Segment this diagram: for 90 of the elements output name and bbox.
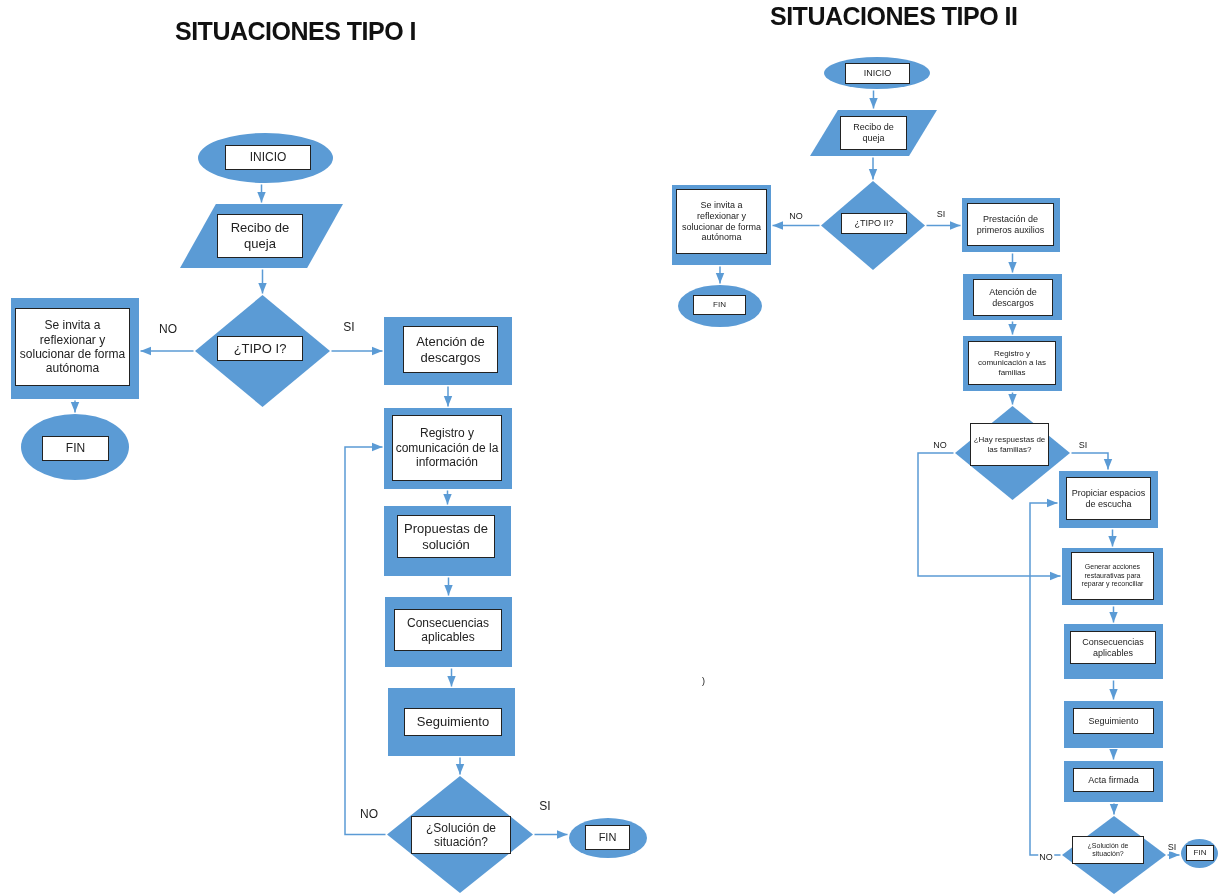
input-parallelogram: [810, 110, 937, 156]
text-panel: FIN: [1186, 845, 1214, 861]
arrow: [344, 442, 387, 836]
arrow: [1108, 528, 1117, 548]
text-panel: Consecuencias aplicables: [1070, 631, 1156, 664]
text-panel: Se invita a reflexionar y solucionar de forma autónoma: [15, 308, 130, 386]
process-box: [1064, 624, 1163, 679]
text-panel: Recibo de queja: [840, 116, 907, 150]
arrow: [447, 667, 456, 688]
arrow: [869, 89, 878, 110]
text-panel: Atención de descargos: [403, 326, 498, 373]
arrow: [70, 399, 80, 414]
arrow: [139, 346, 195, 356]
page-title: SITUACIONES TIPO I: [175, 17, 417, 46]
text-panel: Propiciar espacios de escucha: [1066, 477, 1151, 520]
stray-mark: ): [702, 676, 705, 686]
process-box: [963, 336, 1062, 391]
text-panel: Seguimiento: [404, 708, 502, 736]
text-panel: Atención de descargos: [973, 279, 1053, 316]
decision-diamond: [955, 406, 1070, 500]
process-box: [1059, 471, 1158, 528]
process-box: [962, 198, 1060, 252]
process-box: [1064, 761, 1163, 802]
arrow: [1008, 320, 1017, 336]
arrow: [715, 265, 725, 285]
edge-label: NO: [158, 323, 178, 335]
process-box: [11, 298, 139, 399]
edge-label: NO: [788, 211, 804, 221]
arrow: [771, 221, 821, 230]
decision-diamond: [387, 776, 533, 893]
text-panel: FIN: [585, 825, 630, 850]
edge-label: NO: [359, 808, 379, 820]
edge-label: SI: [1077, 440, 1089, 450]
process-box: [1062, 548, 1163, 605]
decision-diamond: [821, 181, 925, 270]
process-box: [384, 408, 512, 489]
page-title: SITUACIONES TIPO II: [770, 2, 1018, 31]
text-panel: Seguimiento: [1073, 708, 1154, 734]
arrow: [1109, 748, 1118, 761]
text-panel: INICIO: [225, 145, 311, 170]
decision-diamond: [195, 295, 330, 407]
arrow: [1109, 605, 1118, 624]
text-panel: Acta firmada: [1073, 768, 1154, 792]
arrow: [443, 489, 452, 506]
arrow: [444, 576, 453, 597]
text-panel: Registro y comunicación de la información: [392, 415, 502, 481]
process-box: [1064, 701, 1163, 748]
process-box: [385, 597, 512, 667]
arrow: [1029, 498, 1062, 856]
arrow: [917, 452, 1062, 581]
text-panel: Recibo de queja: [217, 214, 303, 258]
arrow: [925, 221, 962, 230]
arrow: [330, 346, 384, 356]
arrow: [1166, 850, 1181, 860]
process-box: [672, 185, 771, 265]
arrow: [1070, 452, 1113, 471]
process-box: [963, 274, 1062, 320]
input-parallelogram: [180, 204, 343, 268]
arrow: [1109, 679, 1118, 701]
edge-label: SI: [935, 209, 947, 219]
arrow: [455, 756, 465, 776]
arrow: [258, 268, 267, 295]
text-panel: Consecuencias aplicables: [394, 609, 502, 651]
edge-label: SI: [342, 321, 356, 333]
arrow: [533, 830, 569, 839]
text-panel: ¿Hay respuestas de las familias?: [970, 423, 1049, 466]
process-box: [384, 506, 511, 576]
text-panel: Registro y comunicación a las familias: [968, 341, 1056, 385]
arrow: [1109, 802, 1119, 816]
text-panel: Se invita a reflexionar y solucionar de forma autónoma: [676, 189, 767, 254]
arrow: [868, 156, 878, 181]
arrow: [1008, 252, 1017, 274]
text-panel: FIN: [42, 436, 109, 461]
arrow: [1008, 391, 1017, 406]
edge-label: NO: [932, 440, 948, 450]
text-panel: ¿TIPO I?: [217, 336, 303, 361]
arrow: [443, 385, 453, 408]
process-box: [388, 688, 515, 756]
text-panel: FIN: [693, 295, 746, 315]
text-panel: INICIO: [845, 63, 910, 84]
text-panel: ¿Solución de situación?: [411, 816, 511, 854]
decision-diamond: [1062, 816, 1166, 894]
edge-label: NO: [1038, 852, 1054, 862]
process-box: [384, 317, 512, 385]
edge-label: SI: [1166, 842, 1178, 852]
text-panel: Prestación de primeros auxilios: [967, 203, 1054, 246]
text-panel: ¿TIPO II?: [841, 213, 907, 234]
arrow: [257, 183, 266, 204]
edge-label: SI: [538, 800, 552, 812]
text-panel: Propuestas de solución: [397, 515, 495, 558]
